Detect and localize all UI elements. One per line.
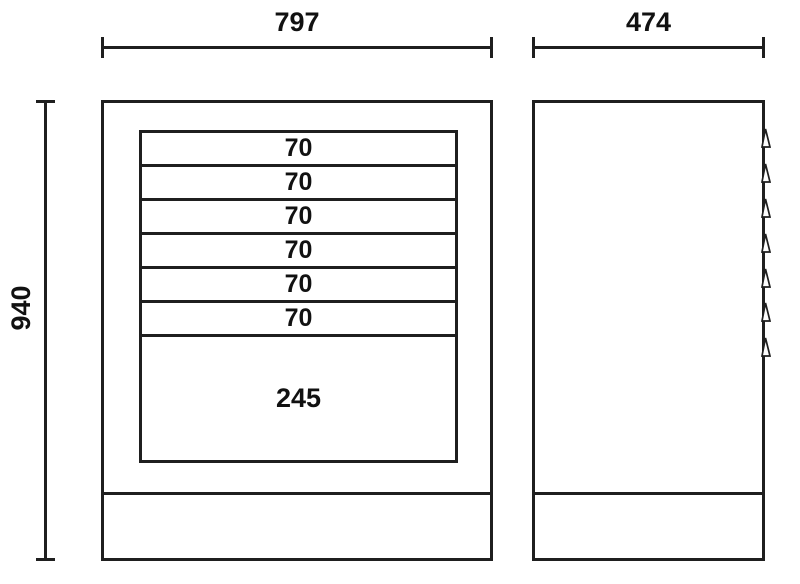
side-plinth-line bbox=[535, 492, 762, 495]
drawer-stack: 70 70 70 70 70 70 245 bbox=[139, 130, 458, 463]
side-depth-dimension-label: 474 bbox=[625, 7, 672, 37]
front-plinth-line bbox=[104, 492, 490, 495]
height-dimension-tick-bottom bbox=[36, 558, 55, 561]
drawer-handle-icon bbox=[761, 198, 771, 218]
drawer-row: 70 bbox=[142, 303, 455, 337]
front-view-outline: 70 70 70 70 70 70 245 bbox=[101, 100, 493, 561]
drawer-row-large: 245 bbox=[275, 383, 322, 413]
drawer-row: 70 bbox=[142, 201, 455, 235]
front-width-dimension-line bbox=[101, 46, 493, 49]
drawer-handle-icon bbox=[761, 302, 771, 322]
height-dimension-tick-top bbox=[36, 100, 55, 103]
front-width-dimension-tick-left bbox=[101, 37, 104, 58]
drawer-row: 70 bbox=[142, 167, 455, 201]
height-dimension-line bbox=[44, 100, 47, 561]
side-depth-dimension-tick-left bbox=[532, 37, 535, 58]
height-dimension-label: 940 bbox=[6, 285, 36, 331]
side-depth-dimension-tick-right bbox=[762, 37, 765, 58]
drawer-handle-icon bbox=[761, 337, 771, 357]
drawer-row: 70 bbox=[142, 235, 455, 269]
drawer-handle-icon bbox=[761, 128, 771, 148]
drawer-handle-icon bbox=[761, 163, 771, 183]
side-depth-dimension-line bbox=[532, 46, 765, 49]
drawer-row: 70 bbox=[142, 269, 455, 303]
drawer-handle-icon bbox=[761, 268, 771, 288]
front-width-dimension-tick-right bbox=[490, 37, 493, 58]
drawer-handle-icon bbox=[761, 233, 771, 253]
side-view-outline bbox=[532, 100, 771, 561]
front-width-dimension-label: 797 bbox=[274, 7, 320, 37]
drawer-row: 70 bbox=[142, 133, 455, 167]
